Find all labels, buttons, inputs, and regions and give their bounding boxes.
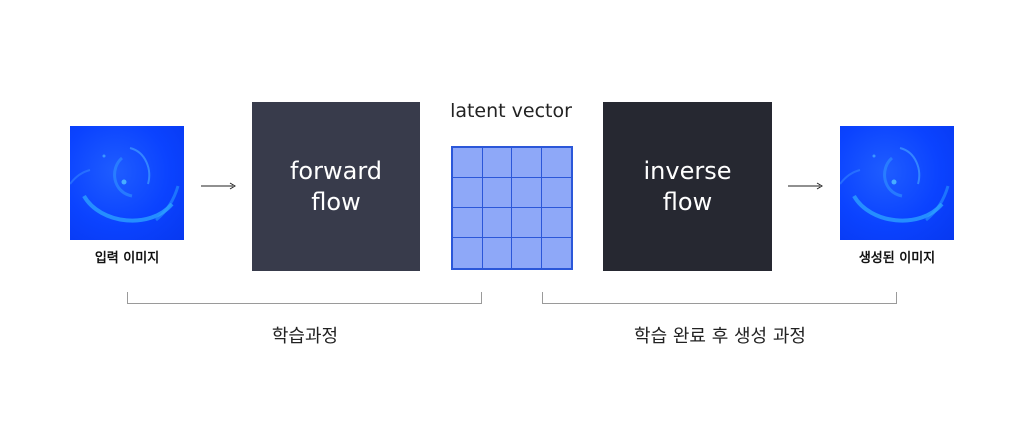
- output-image-caption: 생성된 이미지: [858, 251, 936, 266]
- inverse-flow-box: inverse flow: [603, 102, 772, 271]
- forward-flow-label-line2: flow: [311, 187, 361, 216]
- abstract-blue-image-icon: [70, 147, 180, 223]
- training-bracket: [127, 292, 482, 304]
- arrow-right-icon: [201, 182, 236, 190]
- inverse-flow-label-line2: flow: [662, 187, 713, 216]
- generation-bracket: [542, 292, 897, 304]
- latent-cell: [482, 148, 512, 178]
- latent-cell: [541, 208, 571, 238]
- training-stage-label: 학습과정: [271, 326, 339, 347]
- forward-flow-label-line1: forward: [289, 156, 382, 185]
- latent-vector-grid: [451, 146, 573, 270]
- latent-cell: [541, 178, 571, 208]
- latent-cell: [453, 208, 483, 238]
- latent-cell: [542, 238, 572, 268]
- output-image: [840, 126, 954, 240]
- abstract-blue-image-icon: [840, 147, 950, 223]
- latent-cell: [541, 148, 571, 178]
- latent-cell: [453, 148, 483, 178]
- latent-cell: [512, 178, 542, 208]
- input-image: [70, 126, 184, 240]
- input-image-caption: 입력 이미지: [94, 251, 160, 266]
- latent-cell: [453, 238, 483, 268]
- latent-cell: [482, 208, 512, 238]
- latent-cell: [483, 238, 512, 268]
- inverse-flow-label-line1: inverse: [643, 156, 732, 185]
- latent-cell: [453, 178, 483, 208]
- latent-cell: [512, 148, 542, 178]
- forward-flow-box: forward flow: [252, 102, 420, 271]
- generation-stage-label: 학습 완료 후 생성 과정: [634, 326, 806, 347]
- latent-cell: [482, 178, 512, 208]
- latent-cell: [512, 238, 542, 268]
- latent-cell: [512, 208, 542, 238]
- arrow-right-icon: [788, 182, 823, 190]
- latent-vector-title: latent vector: [450, 100, 572, 122]
